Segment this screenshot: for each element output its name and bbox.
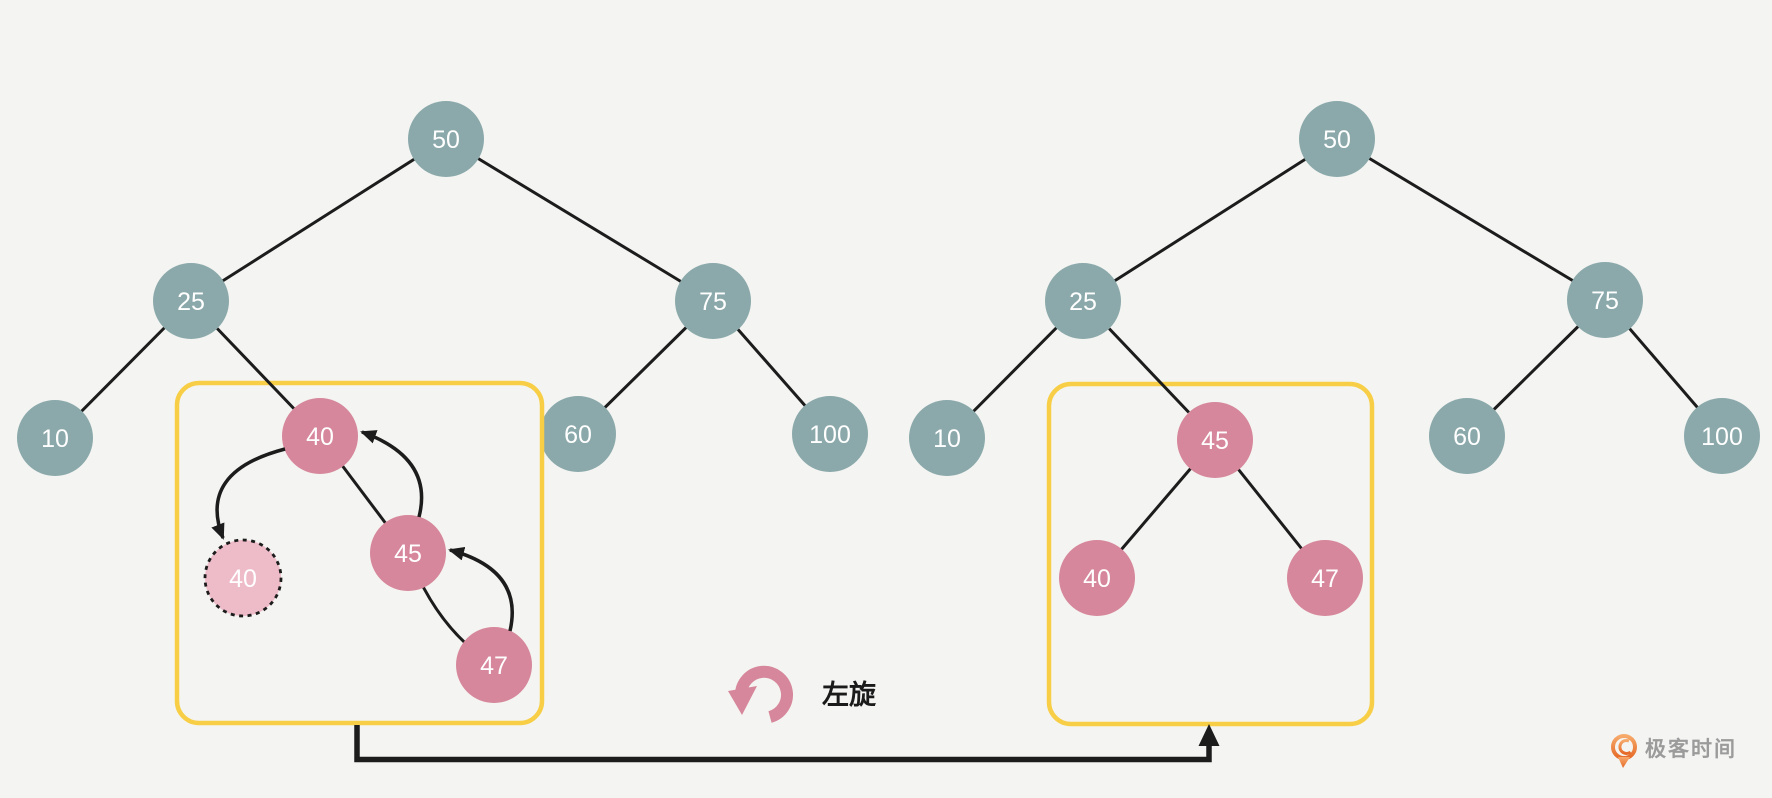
- node-circle: [1177, 402, 1253, 478]
- before-node-25: 25: [153, 263, 229, 339]
- before-node-10: 10: [17, 400, 93, 476]
- node-circle: [1299, 101, 1375, 177]
- node-circle: [1059, 540, 1135, 616]
- node-value: 100: [1701, 423, 1743, 451]
- tree-before-rotation: 50 25 75 10 40 60: [17, 101, 868, 703]
- connector-arrowhead: [1198, 724, 1220, 746]
- tree-after-edges: [945, 137, 1724, 579]
- before-node-75: 75: [675, 263, 751, 339]
- connector-line: [354, 725, 1212, 763]
- node-value: 47: [480, 652, 508, 680]
- node-value: 10: [41, 425, 69, 453]
- before-node-40: 40: [282, 398, 358, 474]
- tree-edge-50-75: [445, 137, 714, 303]
- after-node-75: 75: [1567, 262, 1643, 338]
- logo-swirl: [1618, 738, 1632, 755]
- node-value: 75: [699, 288, 727, 316]
- node-value: 25: [177, 288, 205, 316]
- node-circle: [370, 515, 446, 591]
- node-value: 25: [1069, 288, 1097, 316]
- node-circle: [1684, 398, 1760, 474]
- geektime-logo: 极客时间: [1611, 734, 1737, 768]
- highlight-box-before: [174, 380, 545, 726]
- pointer-arrow-40-to-ghost-40: [211, 447, 286, 540]
- node-circle: [17, 400, 93, 476]
- before-node-45: 45: [370, 515, 446, 591]
- after-node-50: 50: [1299, 101, 1375, 177]
- tree-after-rotation: 50 25 75 10 45 60: [909, 101, 1760, 616]
- node-value: 40: [306, 423, 334, 451]
- before-node-50: 50: [408, 101, 484, 177]
- node-value: 60: [1453, 423, 1481, 451]
- node-value: 47: [1311, 565, 1339, 593]
- pointer-arrows: [211, 430, 514, 632]
- before-node-60: 60: [540, 396, 616, 472]
- geektime-logo-icon: [1611, 734, 1637, 768]
- node-value: 40: [229, 565, 257, 593]
- node-value: 50: [1323, 126, 1351, 154]
- node-value: 100: [809, 421, 851, 449]
- rotate-left-icon: [728, 665, 793, 723]
- rotate-arc: [734, 665, 793, 723]
- tree-edge-25-45-overlay: [1108, 327, 1190, 414]
- node-circle: [1045, 263, 1121, 339]
- node-circle: [1567, 262, 1643, 338]
- node-circle: [1429, 398, 1505, 474]
- after-node-100: 100: [1684, 398, 1760, 474]
- logo-ring: [1611, 734, 1637, 760]
- before-node-40-ghost: 40: [203, 538, 283, 618]
- pointer-arrow-47-to-45: [448, 546, 514, 632]
- after-node-40: 40: [1059, 540, 1135, 616]
- rotation-label: 左旋: [822, 680, 876, 710]
- node-circle: [1287, 540, 1363, 616]
- before-node-47: 47: [456, 627, 532, 703]
- tree-before-edges: [53, 137, 832, 667]
- tree-edge-50-25: [190, 137, 447, 303]
- after-node-10: 10: [909, 400, 985, 476]
- node-circle: [909, 400, 985, 476]
- tree-edge-25-40-overlay: [216, 327, 295, 410]
- node-circle: [153, 263, 229, 339]
- node-value: 45: [394, 540, 422, 568]
- ghost-node-circle: [203, 538, 283, 618]
- pointer-arrow-45-to-40: [360, 430, 424, 518]
- node-value: 40: [1083, 565, 1111, 593]
- after-node-60: 60: [1429, 398, 1505, 474]
- node-circle: [675, 263, 751, 339]
- after-node-47: 47: [1287, 540, 1363, 616]
- rotate-arrowhead: [728, 686, 757, 715]
- node-circle: [792, 396, 868, 472]
- before-node-100: 100: [792, 396, 868, 472]
- node-value: 60: [564, 421, 592, 449]
- after-node-25: 25: [1045, 263, 1121, 339]
- node-value: 50: [432, 126, 460, 154]
- after-node-45: 45: [1177, 402, 1253, 478]
- node-circle: [282, 398, 358, 474]
- tree-edge-50-25: [1082, 137, 1338, 303]
- logo-pin-tail: [1618, 757, 1630, 768]
- node-value: 75: [1591, 287, 1619, 315]
- highlight-box-after: [1046, 381, 1375, 727]
- node-circle: [540, 396, 616, 472]
- transform-connector-arrow: [354, 724, 1220, 763]
- tree-edge-50-75: [1336, 137, 1606, 302]
- node-circle: [456, 627, 532, 703]
- node-circle: [408, 101, 484, 177]
- node-value: 10: [933, 425, 961, 453]
- node-value: 45: [1201, 427, 1229, 455]
- geektime-logo-text: 极客时间: [1645, 737, 1737, 761]
